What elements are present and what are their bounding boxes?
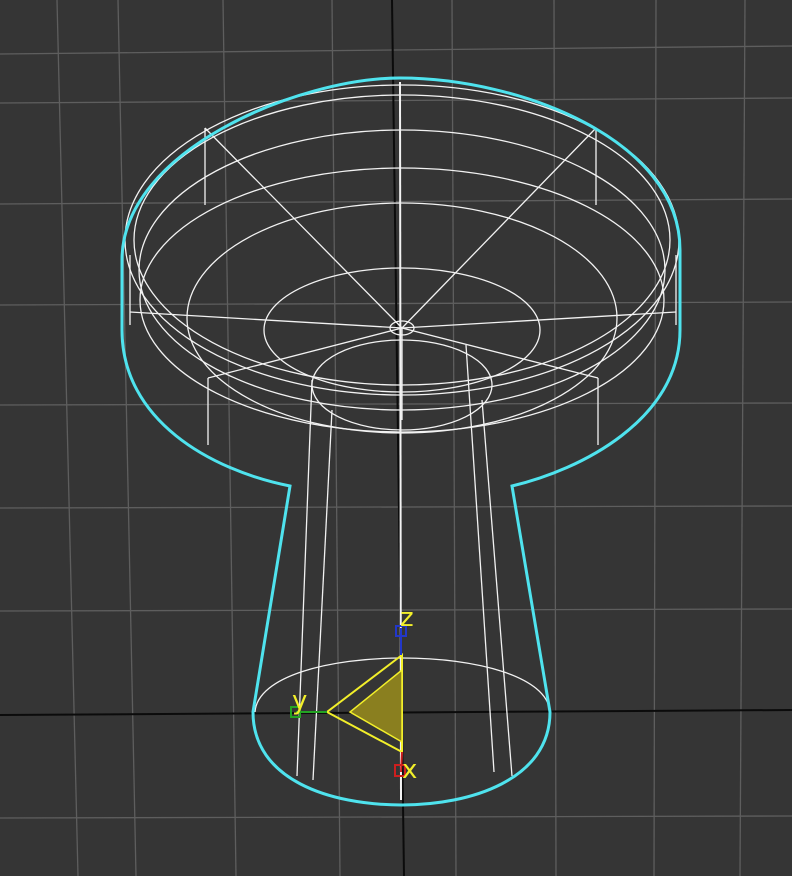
grid-line [56, 0, 79, 876]
grid-line [331, 0, 341, 876]
wire-spoke [401, 127, 597, 329]
gizmo-x-handle[interactable] [394, 764, 406, 777]
wire-ring [186, 202, 618, 434]
gizmo-x-label: x [402, 755, 417, 785]
grid-line [0, 45, 792, 55]
wire-spoke [129, 311, 403, 329]
wire-spoke [204, 127, 403, 329]
gizmo-y-handle[interactable] [290, 706, 301, 718]
wire-stem-line [481, 399, 513, 777]
grid-line [0, 402, 792, 406]
grid-line [0, 815, 792, 819]
grid-line [739, 0, 746, 876]
grid-line [0, 608, 792, 612]
gizmo-x-axis[interactable] [400, 751, 403, 773]
transform-gizmo[interactable]: z y x [290, 603, 417, 785]
wire-spoke [207, 327, 403, 379]
gizmo-z-label: z [400, 603, 414, 633]
outline-path [120, 76, 682, 807]
wire-spoke [401, 327, 599, 379]
grid-line [117, 0, 137, 876]
grid-line [0, 505, 792, 509]
grid-line [222, 0, 237, 876]
gizmo-y-label: y [292, 686, 307, 716]
wire-ring [139, 167, 665, 433]
grid-line [653, 0, 657, 876]
grid-line [0, 97, 792, 104]
gizmo-plane-inner[interactable] [348, 668, 403, 744]
gizmo-z-handle[interactable] [395, 625, 407, 637]
grid-line [451, 0, 457, 876]
wire-stem-line [465, 344, 495, 773]
selection-outline [120, 76, 682, 807]
grid-line [553, 0, 557, 876]
wire-spoke [401, 311, 677, 329]
wire-stem-line [312, 409, 333, 781]
